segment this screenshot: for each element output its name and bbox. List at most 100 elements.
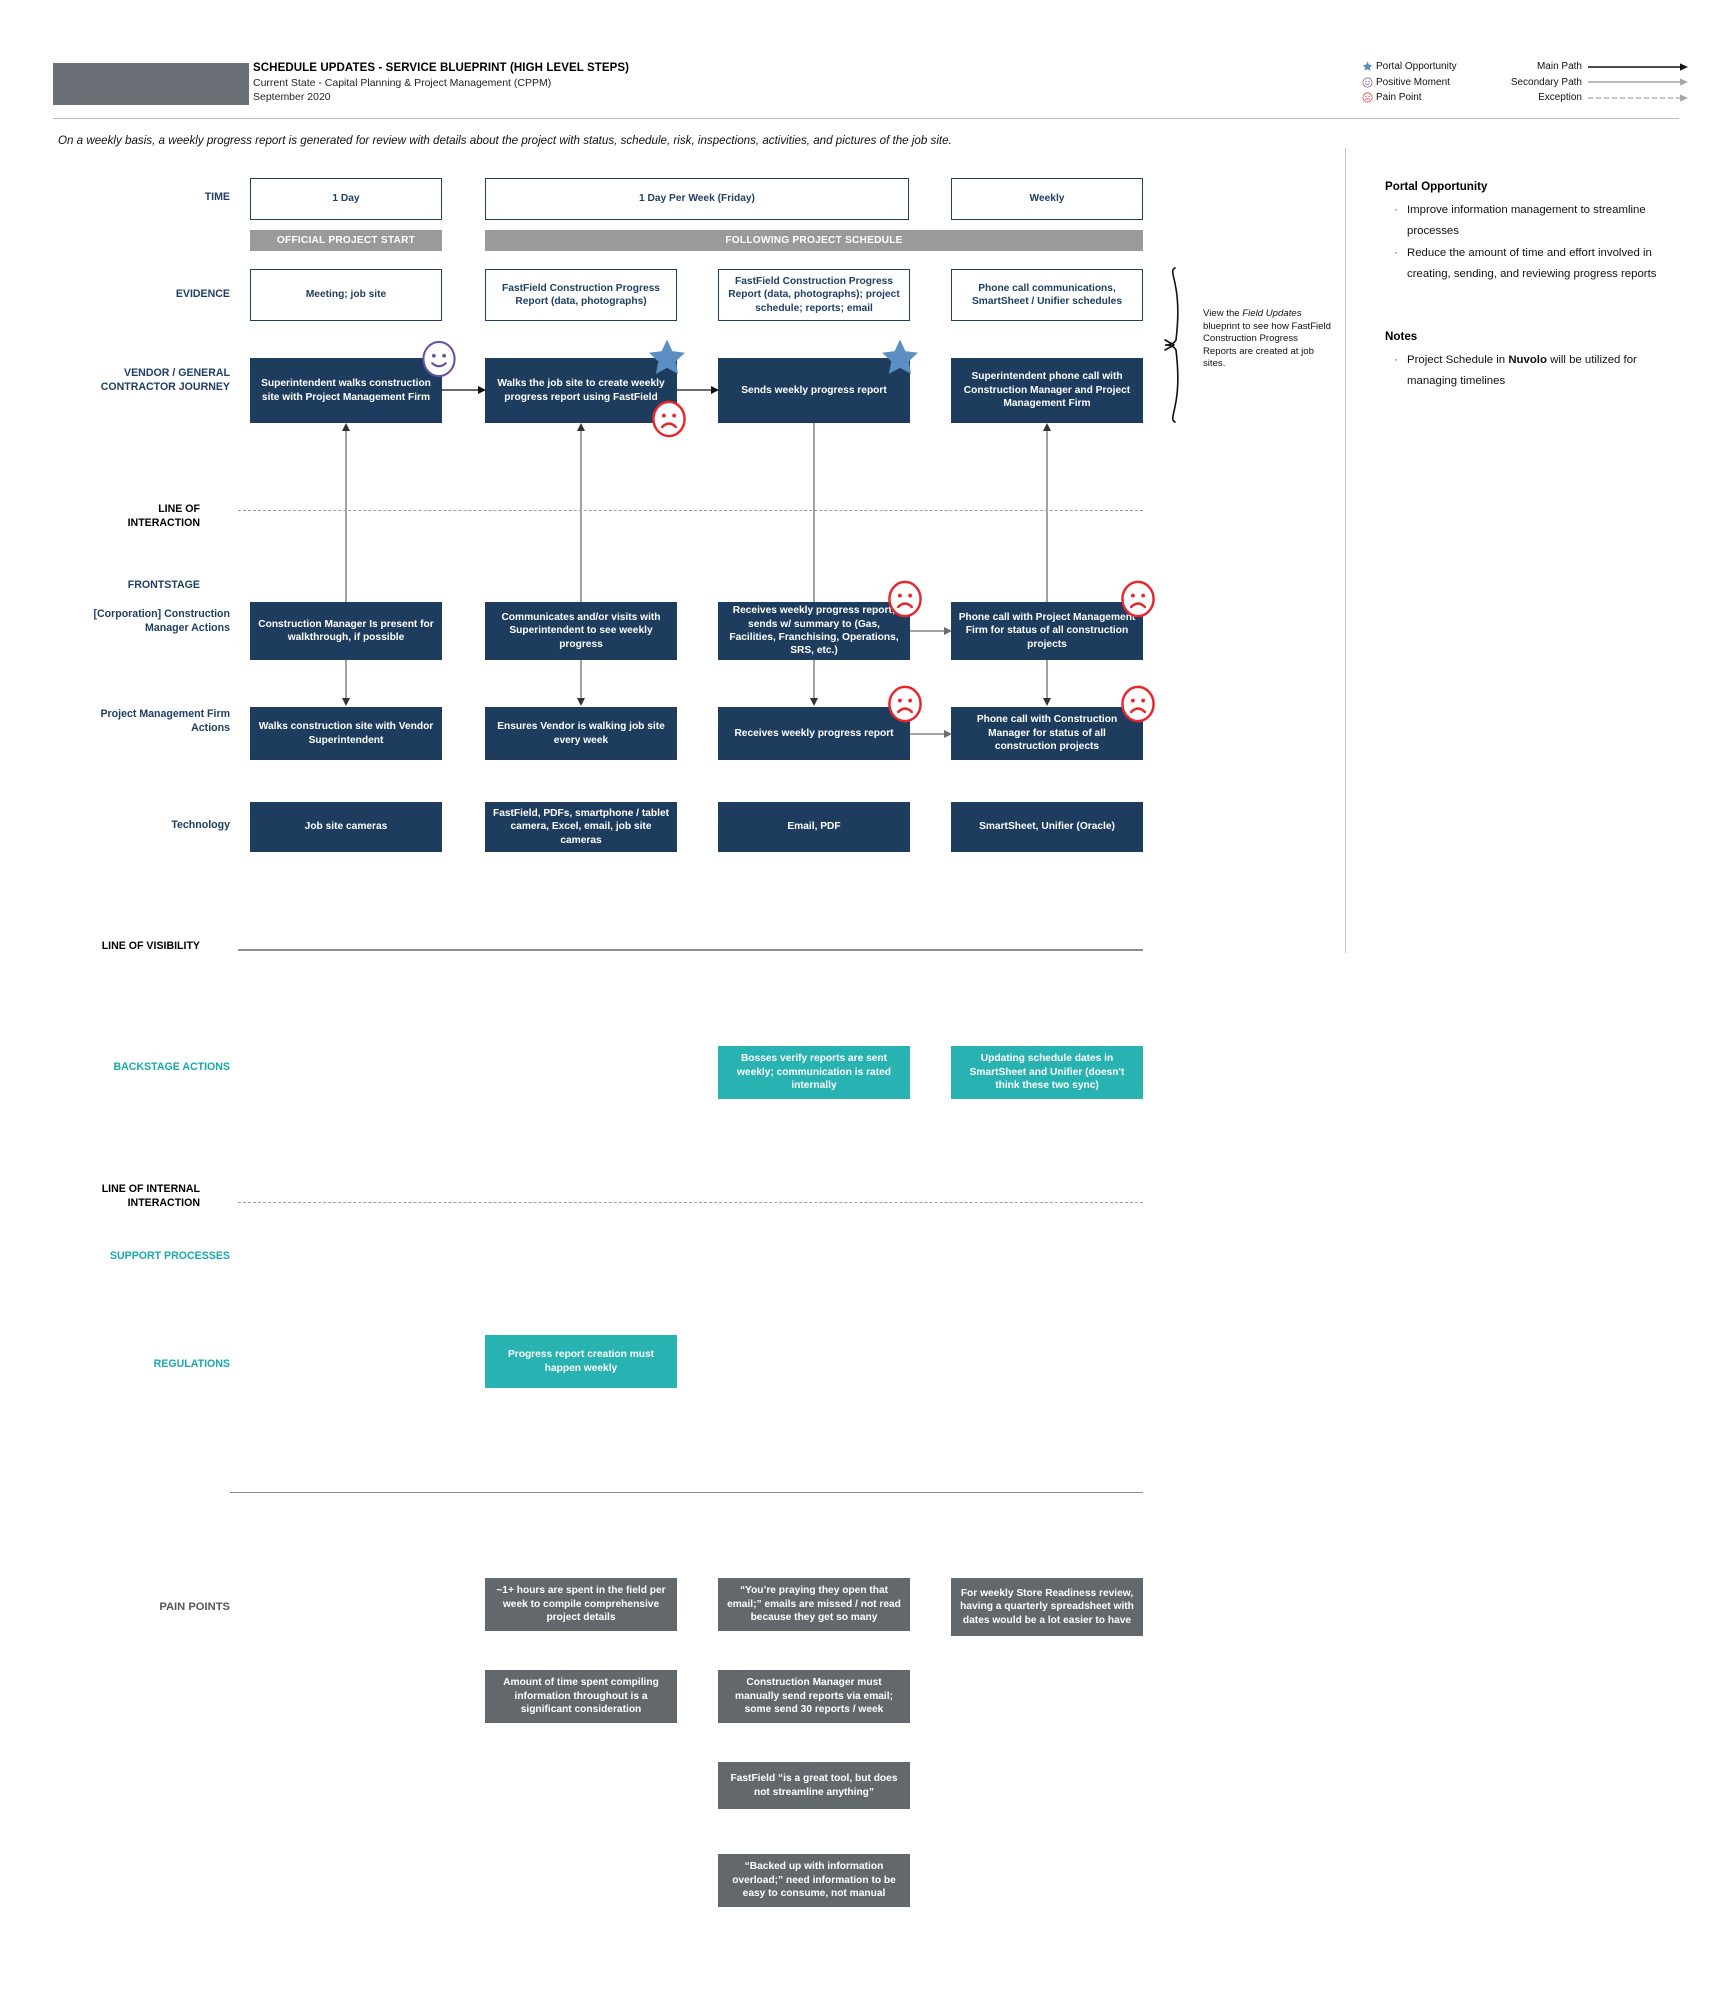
vendor-journey-box-1: Superintendent walks construction site w…	[250, 358, 442, 423]
evidence-box-3: FastField Construction Progress Report (…	[718, 269, 910, 321]
legend-row-2: Positive Moment Secondary Path	[1358, 75, 1688, 91]
main-path-line-icon	[1588, 62, 1688, 72]
right-panel-divider	[1345, 148, 1346, 953]
notes-suffix: will be utilized for managing timelines	[1407, 354, 1637, 387]
brace-note-suffix: blueprint to see how FastField Construct…	[1203, 320, 1331, 370]
sidebar-portal-opportunity: Portal Opportunity · Improve information…	[1385, 180, 1675, 286]
legend-label-pain-point: Pain Point	[1376, 92, 1422, 104]
vendor-journey-box-2: Walks the job site to create weekly prog…	[485, 358, 677, 423]
pain-point-box-4: Amount of time spent compiling informati…	[485, 1670, 677, 1723]
pain-point-icon-cm-4	[1119, 580, 1157, 618]
vendor-journey-box-3: Sends weekly progress report	[718, 358, 910, 423]
time-box-1: 1 Day	[250, 178, 442, 220]
legend-label-positive-moment: Positive Moment	[1376, 76, 1450, 88]
notes-prefix: Project Schedule in	[1407, 354, 1509, 366]
pain-point-box-6: FastField “is a great tool, but does not…	[718, 1762, 910, 1809]
legend-path-main: Main Path	[1537, 61, 1688, 72]
legend-label-exception: Exception	[1538, 92, 1582, 104]
technology-box-4: SmartSheet, Unifier (Oracle)	[951, 802, 1143, 852]
cm-action-box-4: Phone call with Project Management Firm …	[951, 602, 1143, 660]
brace-note-italic: Field Updates	[1242, 308, 1302, 319]
pain-point-icon-pm-3	[886, 685, 924, 723]
line-of-visibility-divider	[238, 949, 1143, 951]
row-label-evidence: EVIDENCE	[175, 288, 230, 300]
row-label-frontstage: FRONTSTAGE	[127, 579, 200, 591]
connector-vertical-col3	[808, 423, 820, 621]
row-label-line-of-visibility: LINE OF VISIBILITY	[101, 940, 200, 952]
bullet-icon: ·	[1394, 247, 1398, 259]
legend-row-3: Pain Point Exception	[1358, 90, 1688, 106]
bullet-icon: ·	[1394, 354, 1398, 366]
sad-face-icon	[1358, 92, 1376, 103]
connector-vertical-col1	[340, 423, 352, 621]
phase-bar-official-project-start: OFFICIAL PROJECT START	[250, 230, 442, 251]
legend-path-exception: Exception	[1538, 92, 1688, 103]
line-of-interaction-divider	[238, 510, 1143, 511]
row-label-vendor-journey: VENDOR / GENERAL CONTRACTOR JOURNEY	[100, 367, 230, 393]
phase-bar-following-project-schedule: FOLLOWING PROJECT SCHEDULE	[485, 230, 1143, 251]
row-label-regulations: REGULATIONS	[153, 1358, 230, 1370]
portal-opportunity-star-icon-vendor-3	[879, 337, 921, 379]
connector-vertical-col2	[575, 423, 587, 621]
time-box-2: 1 Day Per Week (Friday)	[485, 178, 909, 220]
sidebar-heading-portal-opportunity: Portal Opportunity	[1385, 180, 1488, 193]
pm-action-box-3: Receives weekly progress report	[718, 707, 910, 760]
header-text-block: SCHEDULE UPDATES - SERVICE BLUEPRINT (HI…	[253, 61, 953, 104]
arrow-vendor-1-to-2	[442, 383, 486, 397]
row-label-technology: Technology	[171, 819, 230, 831]
connector-cm-to-pm-col1	[340, 660, 352, 706]
pm-action-box-2: Ensures Vendor is walking job site every…	[485, 707, 677, 760]
cm-action-box-3: Receives weekly progress report; sends w…	[718, 602, 910, 660]
page-date: September 2020	[253, 91, 331, 103]
arrow-cm-3-to-4	[910, 624, 952, 638]
secondary-path-line-icon	[1588, 77, 1688, 87]
legend-label-portal-opportunity: Portal Opportunity	[1376, 61, 1457, 73]
pain-point-box-7: “Backed up with information overload;” n…	[718, 1854, 910, 1907]
header-divider	[53, 118, 1679, 119]
row-label-line-of-interaction: LINE OF INTERACTION	[127, 503, 200, 529]
pain-points-section-divider	[230, 1492, 1143, 1493]
curly-brace-icon	[1163, 266, 1197, 429]
cm-action-box-2: Communicates and/or visits with Superint…	[485, 602, 677, 660]
technology-box-2: FastField, PDFs, smartphone / tablet cam…	[485, 802, 677, 852]
arrow-vendor-2-to-3	[677, 383, 719, 397]
evidence-box-2: FastField Construction Progress Report (…	[485, 269, 677, 321]
technology-box-3: Email, PDF	[718, 802, 910, 852]
row-label-cm-actions: [Corporation] Construction Manager Actio…	[93, 608, 230, 634]
star-icon	[1358, 61, 1376, 72]
header-logo-placeholder	[53, 63, 249, 105]
legend-path-secondary: Secondary Path	[1511, 77, 1688, 88]
line-of-internal-interaction-divider	[238, 1202, 1143, 1203]
connector-cm-to-pm-col2	[575, 660, 587, 706]
pain-point-box-3: For weekly Store Readiness review, havin…	[951, 1578, 1143, 1636]
brace-note-prefix: View the	[1203, 308, 1243, 319]
pain-point-icon-pm-4	[1119, 685, 1157, 723]
page-title: SCHEDULE UPDATES - SERVICE BLUEPRINT (HI…	[253, 62, 630, 74]
brace-annotation-note: View the Field Updates blueprint to see …	[1203, 308, 1331, 371]
backstage-box-2: Updating schedule dates in SmartSheet an…	[951, 1046, 1143, 1099]
portal-opportunity-star-icon-vendor-2	[646, 337, 688, 379]
pain-point-box-1: ~1+ hours are spent in the field per wee…	[485, 1578, 677, 1631]
row-label-support-processes: SUPPORT PROCESSES	[109, 1250, 230, 1262]
sidebar-item-text: Reduce the amount of time and effort inv…	[1407, 247, 1657, 280]
legend-row-1: Portal Opportunity Main Path	[1358, 59, 1688, 75]
pain-point-icon-vendor-2	[650, 400, 688, 438]
legend-label-main-path: Main Path	[1536, 61, 1582, 73]
row-label-line-of-internal-interaction: LINE OF INTERNAL INTERACTION	[101, 1183, 200, 1209]
evidence-box-4: Phone call communications, SmartSheet / …	[951, 269, 1143, 321]
connector-vertical-col4	[1041, 423, 1053, 621]
row-label-pm-actions: Project Management Firm Actions	[100, 708, 230, 734]
sidebar-list-item: · Project Schedule in Nuvolo will be uti…	[1385, 350, 1675, 392]
legend: Portal Opportunity Main Path P	[1358, 59, 1688, 106]
backstage-box-1: Bosses verify reports are sent weekly; c…	[718, 1046, 910, 1099]
pm-action-box-4: Phone call with Construction Manager for…	[951, 707, 1143, 760]
time-box-3: Weekly	[951, 178, 1143, 220]
cm-action-box-1: Construction Manager Is present for walk…	[250, 602, 442, 660]
row-label-backstage-actions: BACKSTAGE ACTIONS	[113, 1061, 230, 1073]
sidebar-list-item: · Improve information management to stre…	[1385, 200, 1675, 242]
pm-action-box-1: Walks construction site with Vendor Supe…	[250, 707, 442, 760]
legend-label-secondary-path: Secondary Path	[1510, 76, 1582, 88]
evidence-box-1: Meeting; job site	[250, 269, 442, 321]
sidebar-list-item: · Reduce the amount of time and effort i…	[1385, 243, 1675, 285]
